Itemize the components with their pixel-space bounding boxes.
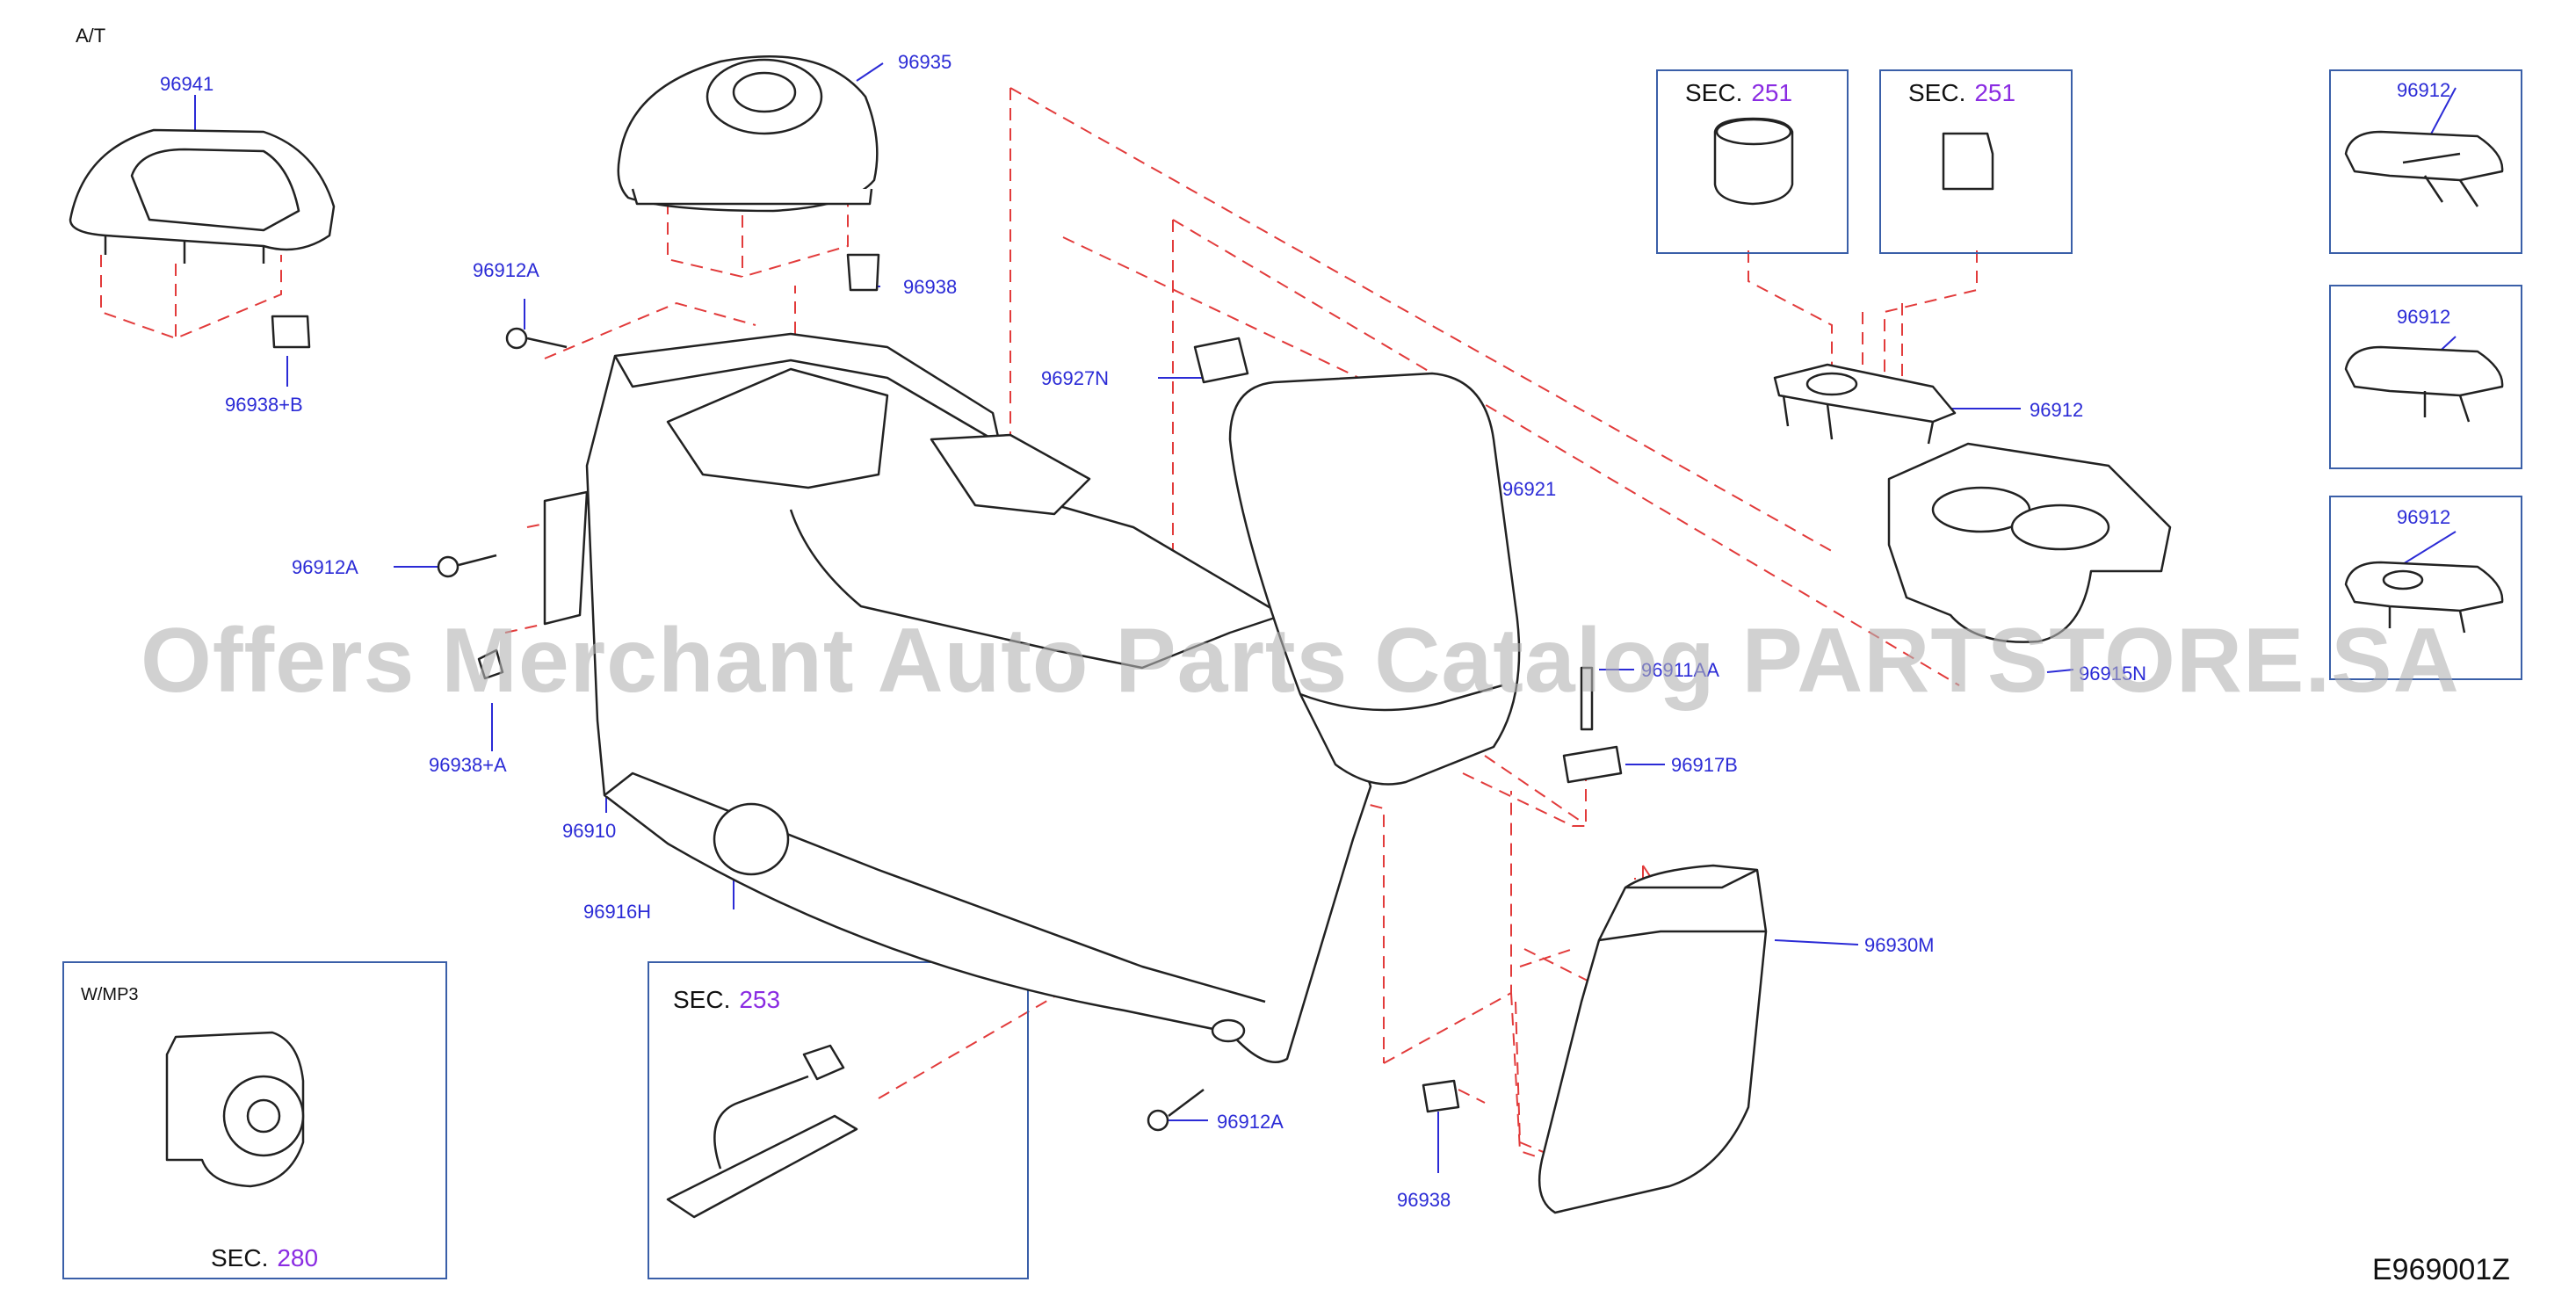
- part-label-96912a-bottom[interactable]: 96912A: [1217, 1111, 1284, 1133]
- section-prefix: SEC.: [1908, 79, 1966, 106]
- section-prefix: SEC.: [673, 986, 731, 1013]
- watermark: Offers Merchant Auto Parts Catalog PARTS…: [141, 610, 2460, 712]
- part-label-96912-box2[interactable]: 96912: [2397, 306, 2451, 328]
- part-label-96935[interactable]: 96935: [898, 51, 952, 73]
- part-label-96930m[interactable]: 96930M: [1864, 934, 1935, 956]
- part-label-96927n[interactable]: 96927N: [1041, 367, 1110, 389]
- part-label-96921[interactable]: 96921: [1502, 478, 1557, 500]
- part-label-96917b[interactable]: 96917B: [1671, 754, 1738, 776]
- section-ref-253[interactable]: SEC. 253: [673, 988, 780, 1012]
- section-prefix: SEC.: [211, 1244, 269, 1271]
- part-label-96915n[interactable]: 96915N: [2079, 663, 2147, 685]
- part-label-96938-b[interactable]: 96938+B: [225, 394, 303, 416]
- part-label-96938-bottom[interactable]: 96938: [1397, 1189, 1451, 1211]
- part-label-96912-box1[interactable]: 96912: [2397, 79, 2451, 101]
- diagram-code: E969001Z: [2372, 1253, 2510, 1286]
- part-label-96941[interactable]: 96941: [160, 73, 214, 95]
- part-label-96912a-left[interactable]: 96912A: [292, 556, 358, 578]
- part-label-96912a-top[interactable]: 96912A: [473, 259, 539, 281]
- part-label-96916h[interactable]: 96916H: [583, 901, 652, 923]
- part-label-96938-a[interactable]: 96938+A: [429, 754, 507, 776]
- part-label-96912-mid[interactable]: 96912: [2030, 399, 2084, 421]
- section-prefix: SEC.: [1685, 79, 1743, 106]
- section-ref-251-a[interactable]: SEC. 251: [1685, 81, 1792, 105]
- part-label-96912-box3[interactable]: 96912: [2397, 506, 2451, 528]
- section-number: 251: [1751, 79, 1793, 106]
- section-number: 251: [1974, 79, 2016, 106]
- section-boxes: [62, 69, 2522, 1279]
- section-ref-251-b[interactable]: SEC. 251: [1908, 81, 2015, 105]
- section-number: 253: [739, 986, 781, 1013]
- section-number: 280: [277, 1244, 319, 1271]
- part-label-96938-top[interactable]: 96938: [903, 276, 958, 298]
- variant-label-at: A/T: [76, 25, 106, 47]
- part-label-96910[interactable]: 96910: [562, 820, 617, 842]
- part-label-96911aa[interactable]: 96911AA: [1641, 659, 1719, 681]
- section-ref-280[interactable]: SEC. 280: [211, 1246, 318, 1271]
- parts-artwork: [69, 55, 2504, 1219]
- variant-label-wmp3: W/MP3: [81, 985, 139, 1004]
